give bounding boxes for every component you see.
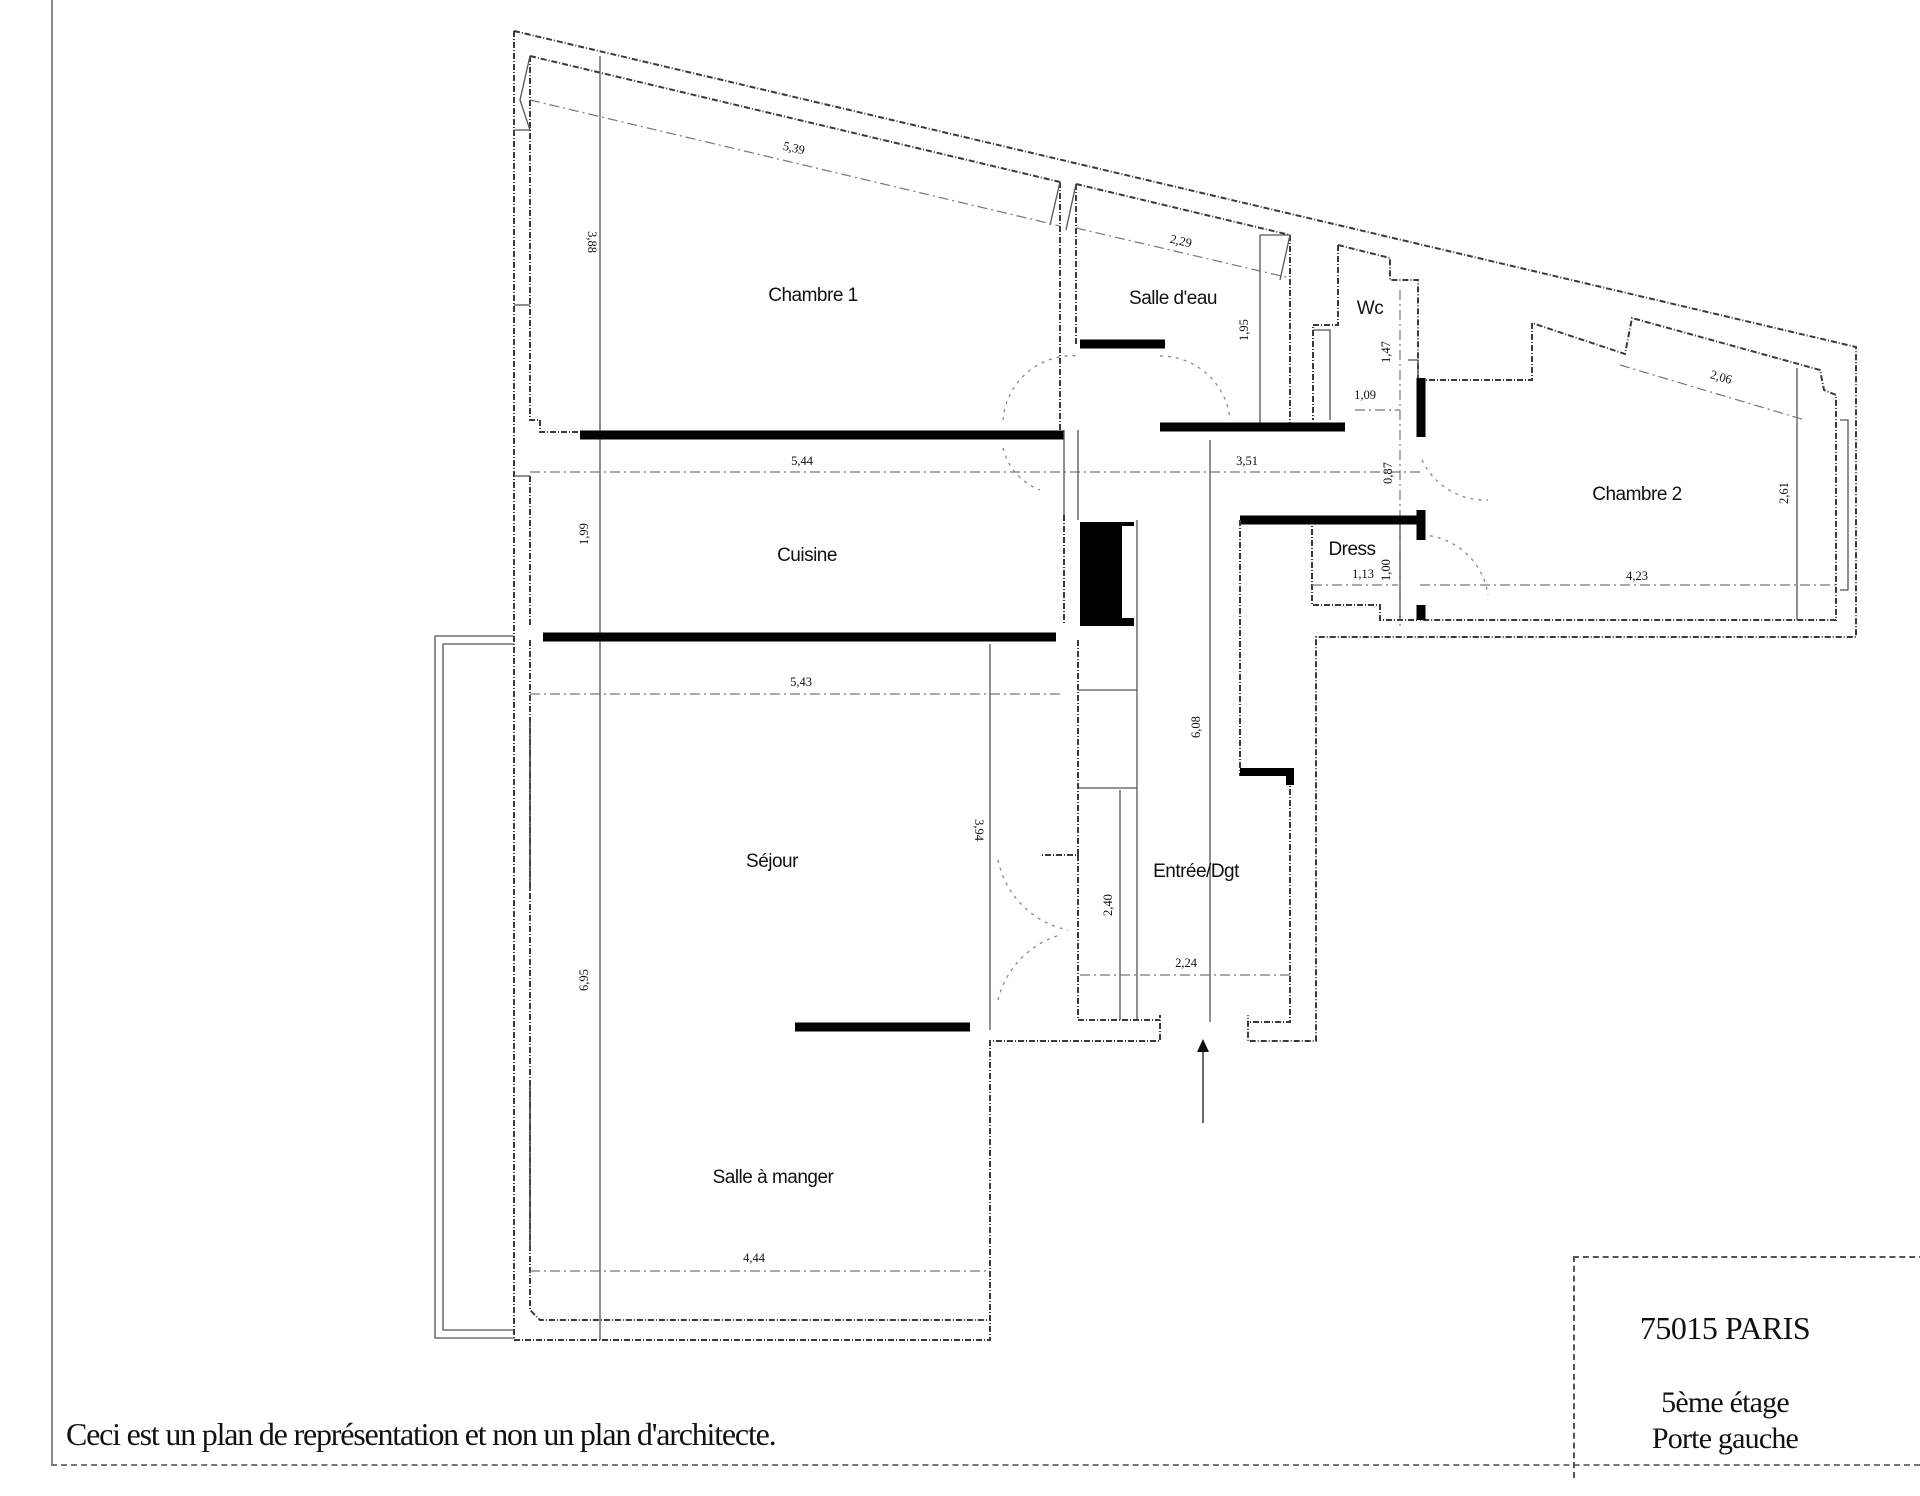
- dim-chambre-2-length: 2,06: [1709, 367, 1734, 386]
- room-label-chambre-1: Chambre 1: [768, 285, 858, 306]
- page-border-left: [51, 0, 53, 1466]
- dim-corridor-right-length: 3,51: [1236, 454, 1258, 468]
- dim-dress-height: 1,00: [1379, 559, 1393, 581]
- room-salle-a-manger: Salle à manger 4,44: [713, 1167, 835, 1265]
- dim-salle-deau-length: 2,29: [1169, 232, 1193, 251]
- room-wc: Wc 1,47 1,09: [1312, 244, 1419, 630]
- page-border-bottom: [51, 1464, 1920, 1466]
- room-label-salle-deau: Salle d'eau: [1129, 288, 1217, 309]
- dim-chambre-2-depth: 4,23: [1626, 569, 1648, 583]
- dim-cuisine-width: 1,99: [577, 523, 591, 545]
- dim-wc-height: 1,47: [1379, 341, 1393, 363]
- dim-entree-length: 6,08: [1189, 716, 1203, 738]
- room-label-sejour: Séjour: [746, 851, 799, 872]
- dim-living-total-height: 6,95: [577, 969, 591, 991]
- room-chambre-2: Chambre 2 2,06 2,61 4,23: [1418, 316, 1849, 621]
- room-label-cuisine: Cuisine: [777, 545, 837, 566]
- kitchen-block-inset: [1122, 526, 1136, 618]
- partition-entree-stub: [1240, 768, 1294, 785]
- title-block-city: 75015 PARIS: [1639, 1310, 1811, 1346]
- title-block-door: Porte gauche: [1651, 1422, 1799, 1455]
- room-dress: Dress 1,13 1,00: [1311, 518, 1418, 621]
- dim-sejour-length: 5,43: [790, 675, 812, 689]
- room-cuisine: Cuisine 1,99: [514, 475, 1065, 625]
- room-chambre-1: Chambre 1 5,39 3,88: [514, 55, 1061, 1340]
- room-label-wc: Wc: [1357, 298, 1383, 319]
- room-salle-deau: Salle d'eau 2,29 1,95: [1065, 183, 1291, 425]
- dim-salle-deau-width: 1,95: [1237, 319, 1251, 341]
- room-label-dress: Dress: [1328, 539, 1375, 560]
- title-block: 75015 PARIS 5ème étage Porte gauche: [1573, 1256, 1920, 1478]
- room-label-entree: Entrée/Dgt: [1153, 861, 1240, 882]
- disclaimer-text: Ceci est un plan de représentation et no…: [66, 1416, 777, 1452]
- dim-chambre-1-width: 3,88: [585, 231, 599, 253]
- room-label-salle-a-manger: Salle à manger: [713, 1167, 835, 1188]
- dim-wc-width: 1,09: [1354, 388, 1376, 402]
- room-sejour: Séjour 5,43 3,94 6,95: [529, 640, 1079, 1321]
- dim-entree-width: 2,24: [1175, 956, 1198, 970]
- dim-corridor-gap: 0,87: [1381, 462, 1395, 484]
- room-label-chambre-2: Chambre 2: [1592, 484, 1682, 505]
- dim-entree-height: 2,40: [1101, 894, 1115, 916]
- dim-chambre-2-width: 2,61: [1777, 482, 1791, 504]
- dim-salle-a-manger-length: 4,44: [743, 1251, 766, 1265]
- dim-dress-width: 1,13: [1352, 567, 1374, 581]
- dim-sejour-height: 3,94: [972, 819, 986, 842]
- dim-corridor-upper-length: 5,44: [791, 454, 814, 468]
- entrance-arrow-icon: [1197, 1039, 1209, 1123]
- outer-walls: [434, 30, 1857, 1341]
- dim-chambre-1-length: 5,39: [782, 139, 806, 158]
- title-block-floor: 5ème étage: [1661, 1386, 1790, 1419]
- corridor-upper: 5,44 3,51 0,87: [530, 354, 1420, 520]
